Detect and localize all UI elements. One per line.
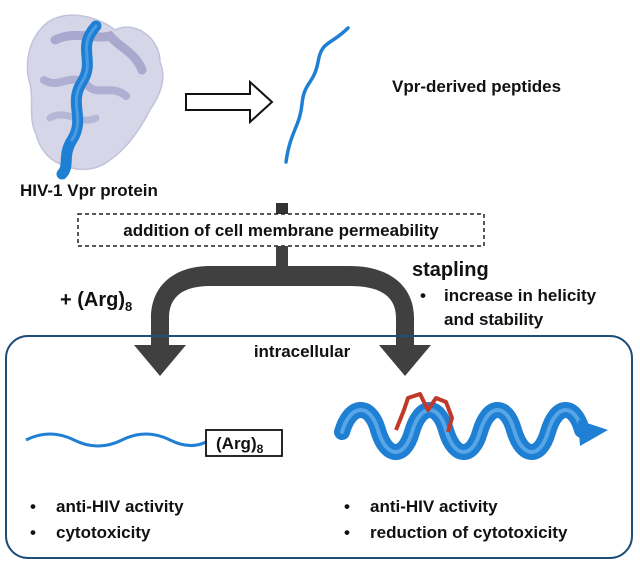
arg-peptide-wave: [25, 432, 207, 448]
protein-label: HIV-1 Vpr protein: [20, 181, 158, 200]
arg-addition-label: + (Arg)8: [60, 289, 132, 314]
peptides-label: Vpr-derived peptides: [392, 77, 561, 96]
stapled-helix: [334, 402, 608, 460]
left-result-2: cytotoxicity: [56, 523, 151, 542]
arg-tag-box: [205, 429, 283, 457]
permeability-box: [77, 213, 485, 247]
right-bullet-dot-2: •: [344, 523, 350, 542]
stapling-title: stapling: [412, 259, 489, 281]
left-result-1: anti-HIV activity: [56, 497, 184, 516]
right-result-1: anti-HIV activity: [370, 497, 498, 516]
branch-arrows: [134, 246, 431, 376]
intracellular-membrane: [5, 335, 633, 559]
right-result-2: reduction of cytotoxicity: [370, 523, 568, 542]
right-arrowhead-icon: [379, 345, 431, 376]
vpr-protein-structure: [26, 14, 164, 180]
right-bullet-dot-1: •: [344, 497, 350, 516]
arg-tag-label: (Arg)8: [216, 434, 264, 456]
peptide-squiggle: [284, 26, 350, 164]
intracellular-label: intracellular: [254, 342, 351, 361]
connector-stub: [276, 203, 288, 215]
left-bullet-dot-2: •: [30, 523, 36, 542]
permeability-label: addition of cell membrane permeability: [123, 221, 439, 240]
left-arrowhead-icon: [134, 345, 186, 376]
left-bullet-dot-1: •: [30, 497, 36, 516]
stapling-bullet-dot: •: [420, 286, 426, 305]
stapling-bullet-1: increase in helicity: [444, 286, 597, 305]
stapling-bullet-2: and stability: [444, 310, 544, 329]
membrane-label-bg: [238, 340, 368, 362]
open-arrow-icon: [185, 79, 274, 125]
hydrocarbon-staple: [394, 392, 454, 433]
